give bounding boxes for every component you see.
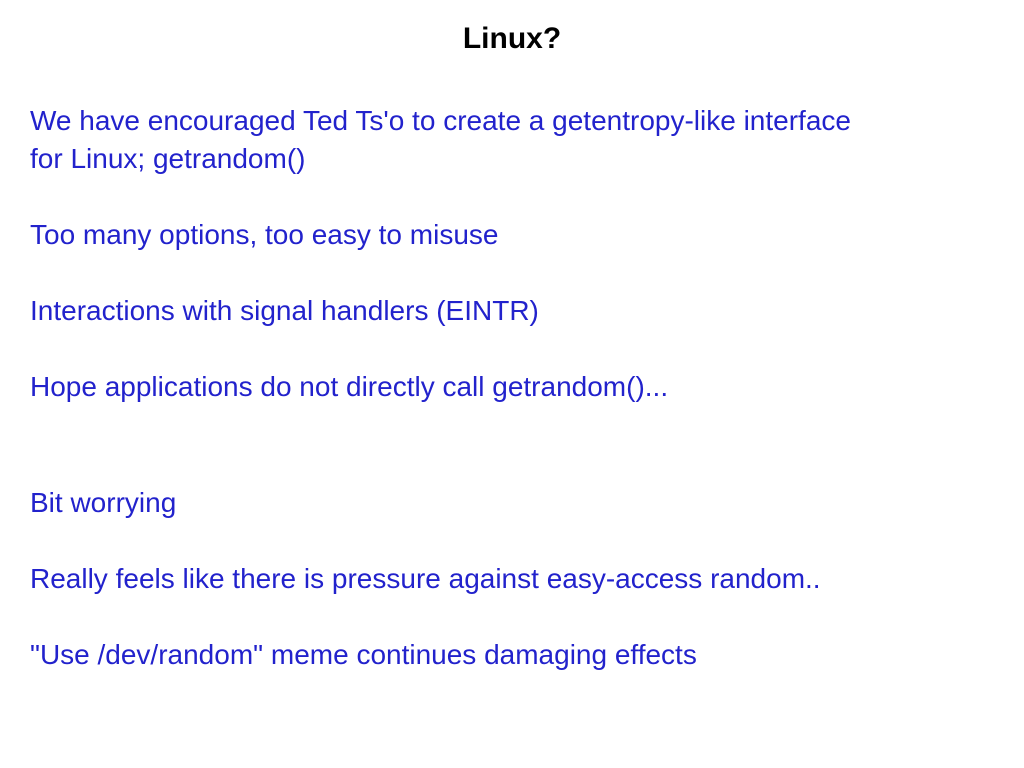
paragraph-line: We have encouraged Ted Ts'o to create a … [30,105,851,136]
bullet-paragraph: Hope applications do not directly call g… [30,368,1004,406]
paragraph-line: Bit worrying [30,487,177,518]
bullet-paragraph: Bit worrying [30,484,1004,522]
slide-body: We have encouraged Ted Ts'o to create a … [30,102,1004,712]
paragraph-line: Too many options, too easy to misuse [30,219,499,250]
bullet-paragraph: "Use /dev/random" meme continues damagin… [30,636,1004,674]
paragraph-line: Interactions with signal handlers (EINTR… [30,295,539,326]
bullet-paragraph: Interactions with signal handlers (EINTR… [30,292,1004,330]
paragraph-line: Hope applications do not directly call g… [30,371,669,402]
bullet-paragraph: Too many options, too easy to misuse [30,216,1004,254]
paragraph-line: for Linux; getrandom() [30,143,306,174]
bullet-paragraph: We have encouraged Ted Ts'o to create a … [30,102,1004,178]
paragraph-line: "Use /dev/random" meme continues damagin… [30,639,697,670]
slide-title: Linux? [462,22,562,55]
bullet-paragraph: Really feels like there is pressure agai… [30,560,1004,598]
paragraph-line: Really feels like there is pressure agai… [30,563,821,594]
